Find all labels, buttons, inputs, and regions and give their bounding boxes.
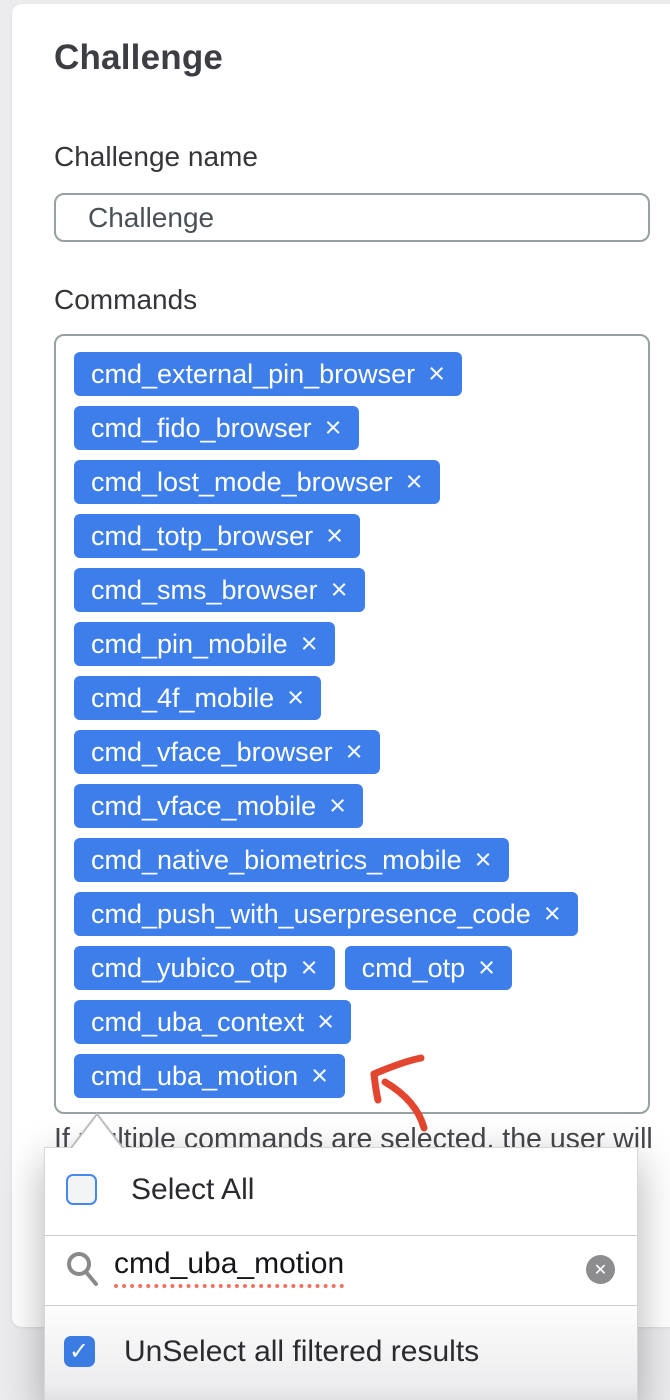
unselect-all-row[interactable]: ✓ UnSelect all filtered results <box>45 1306 637 1400</box>
command-chip: cmd_4f_mobile × <box>74 676 322 720</box>
command-chip: cmd_totp_browser × <box>74 514 361 558</box>
command-chip: cmd_vface_mobile × <box>74 784 364 828</box>
select-all-label: Select All <box>131 1173 255 1206</box>
remove-chip-icon[interactable]: × <box>474 843 492 876</box>
remove-chip-icon[interactable]: × <box>324 411 342 444</box>
command-chip-label: cmd_uba_motion <box>91 1060 299 1091</box>
remove-chip-icon[interactable]: × <box>326 519 344 552</box>
page-title: Challenge <box>54 38 224 77</box>
remove-chip-icon[interactable]: × <box>478 951 496 984</box>
command-chip-label: cmd_vface_mobile <box>91 790 317 821</box>
command-chip: cmd_otp × <box>344 946 513 990</box>
command-chip: cmd_pin_mobile × <box>74 622 335 666</box>
command-chip: cmd_fido_browser × <box>74 406 359 450</box>
search-input-value: cmd_uba_motion <box>114 1247 345 1288</box>
unselect-all-filtered-label: UnSelect all filtered results <box>124 1335 480 1368</box>
commands-label: Commands <box>54 284 198 315</box>
command-chip: cmd_lost_mode_browser × <box>74 460 440 504</box>
command-chip: cmd_sms_browser × <box>74 568 365 612</box>
challenge-name-input[interactable] <box>54 193 650 242</box>
command-chip-label: cmd_sms_browser <box>91 574 318 605</box>
remove-chip-icon[interactable]: × <box>300 951 318 984</box>
remove-chip-icon[interactable]: × <box>330 573 348 606</box>
command-chip-label: cmd_yubico_otp <box>91 952 288 983</box>
command-search-input[interactable]: cmd_uba_motion <box>114 1247 345 1288</box>
challenge-name-label: Challenge name <box>54 141 258 172</box>
command-chip: cmd_uba_context × <box>74 1000 352 1044</box>
hand-drawn-arrow-annotation <box>370 1054 428 1132</box>
remove-chip-icon[interactable]: × <box>300 627 318 660</box>
command-chip-label: cmd_vface_browser <box>91 736 333 767</box>
remove-chip-icon[interactable]: × <box>345 735 363 768</box>
challenge-form-card: Challenge Challenge name Commands cmd_ex… <box>12 4 670 1327</box>
remove-chip-icon[interactable]: × <box>287 681 305 714</box>
command-chip-label: cmd_push_with_userpresence_code <box>91 898 531 929</box>
command-chip-label: cmd_pin_mobile <box>91 628 288 659</box>
search-row[interactable]: cmd_uba_motion ✕ <box>45 1236 637 1306</box>
remove-chip-icon[interactable]: × <box>311 1059 329 1092</box>
popover-caret <box>70 1112 124 1148</box>
remove-chip-icon[interactable]: × <box>317 1005 335 1038</box>
remove-chip-icon[interactable]: × <box>329 789 347 822</box>
search-icon <box>67 1252 98 1286</box>
remove-chip-icon[interactable]: × <box>543 897 561 930</box>
command-chip: cmd_uba_motion × <box>74 1054 346 1098</box>
commands-dropdown-popover: ✓ Select All cmd_uba_motion ✕ ✓ UnSelect… <box>44 1147 638 1400</box>
select-all-checkbox[interactable]: ✓ <box>66 1174 97 1205</box>
unselect-all-filtered-checkbox[interactable]: ✓ <box>64 1336 95 1367</box>
command-chip: cmd_native_biometrics_mobile × <box>74 838 509 882</box>
command-chip: cmd_push_with_userpresence_code × <box>74 892 578 936</box>
command-chip-label: cmd_lost_mode_browser <box>91 466 393 497</box>
command-chip-label: cmd_uba_context <box>91 1006 305 1037</box>
command-chip-label: cmd_4f_mobile <box>91 682 275 713</box>
clear-icon: ✕ <box>593 1261 608 1279</box>
command-chip-label: cmd_totp_browser <box>91 520 314 551</box>
checkmark-icon: ✓ <box>69 1338 90 1365</box>
command-chip: cmd_external_pin_browser × <box>74 352 463 396</box>
command-chip: cmd_yubico_otp × <box>74 946 335 990</box>
remove-chip-icon[interactable]: × <box>428 357 446 390</box>
commands-multiselect[interactable]: cmd_external_pin_browser×cmd_fido_browse… <box>54 334 650 1114</box>
command-chip-label: cmd_external_pin_browser <box>91 358 416 389</box>
select-all-row[interactable]: ✓ Select All <box>45 1148 637 1236</box>
command-chip: cmd_vface_browser × <box>74 730 380 774</box>
clear-search-button[interactable]: ✕ <box>586 1255 615 1284</box>
command-chip-label: cmd_otp <box>361 952 466 983</box>
command-chip-label: cmd_native_biometrics_mobile <box>91 844 462 875</box>
command-chip-label: cmd_fido_browser <box>91 412 312 443</box>
remove-chip-icon[interactable]: × <box>405 465 423 498</box>
